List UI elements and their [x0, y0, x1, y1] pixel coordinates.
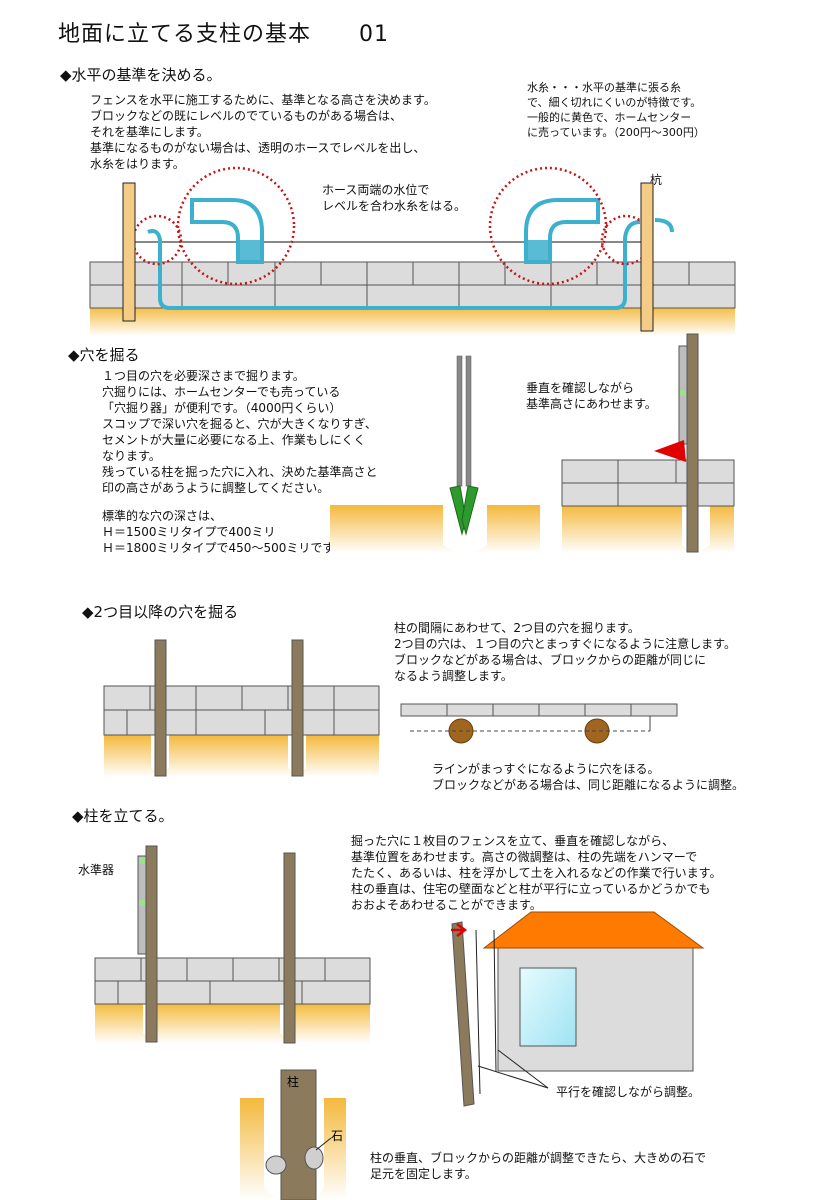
level-diagram: [89, 166, 736, 336]
hose-elbow-right: [524, 198, 600, 264]
stand-body: 掘った穴に１枚目のフェンスを立て、垂直を確認しながら、 基準位置をあわせます。高…: [351, 834, 722, 912]
post-hole-digger-icon: [449, 355, 479, 536]
post-dig: [686, 333, 699, 553]
dig-body: １つ目の穴を必要深さまで掘ります。 穴掘りには、ホームセンターでも売っている 「…: [102, 369, 378, 495]
line-note: ラインがまっすぐになるように穴をほる。 ブロックなどがある場合は、同じ距離になる…: [432, 762, 745, 792]
post-second: [291, 639, 304, 777]
hose: [147, 220, 641, 310]
heading-dig: ◆穴を掘る: [68, 346, 140, 364]
red-arrow-icon: [451, 923, 468, 937]
stone-icon-left: [265, 1155, 287, 1175]
water-thread-note: 水糸・・・水平の基準に張る糸 で、細く切れにくいのが特徴です。 一般的に黄色で、…: [527, 81, 705, 139]
hole-depth: 標準的な穴の深さは、 Ｈ＝1500ミリタイプで400ミリ Ｈ＝1800ミリタイプ…: [102, 509, 346, 555]
block-wall-4: [94, 957, 371, 1005]
ground-band: [90, 306, 735, 336]
stake-left: [122, 182, 136, 322]
window: [519, 967, 577, 1047]
heading-stand: ◆柱を立てる。: [72, 807, 174, 825]
post-first: [154, 639, 167, 777]
stand-diagram: 柱 石: [94, 845, 705, 1200]
second-hole-diagram: [103, 639, 678, 777]
level-body: フェンスを水平に施工するために、基準となる高さを決めます。 ブロックなどの既にレ…: [90, 93, 436, 171]
red-marker-icon: [654, 440, 686, 462]
tilted-post: [451, 921, 475, 1107]
block-wall: [89, 261, 736, 309]
zoom-circle-small-left: [131, 214, 183, 266]
heading-second: ◆2つ目以降の穴を掘る: [82, 603, 239, 621]
top-view: [400, 703, 678, 744]
post-stand-1: [145, 845, 158, 1043]
level-tool-label: 水準器: [78, 863, 115, 877]
stone-icon-right: [304, 1146, 324, 1170]
post-in-hole: [280, 1069, 317, 1200]
zoom-circle-large-left: [176, 166, 296, 286]
post-stand-2: [283, 852, 296, 1044]
dig-diagram: [330, 333, 735, 553]
heading-level: ◆水平の基準を決める。: [60, 66, 222, 84]
stone-label: 石: [331, 1129, 343, 1143]
page-title: 地面に立てる支柱の基本 01: [58, 16, 389, 48]
title-text: 地面に立てる支柱の基本: [58, 22, 312, 47]
block-wall-2: [561, 459, 735, 507]
zoom-circle-large-right: [488, 166, 608, 286]
page-number: 01: [359, 22, 390, 47]
house-icon: [482, 911, 705, 1072]
block-wall-3: [103, 685, 380, 736]
fix-note: 柱の垂直、ブロックからの距離が調整できたら、大きめの石で 足元を固定します。: [370, 1151, 707, 1181]
hose-label: ホース両端の水位で レベルを合わ水糸をはる。: [322, 183, 467, 213]
parallel-label: 平行を確認しながら調整。: [556, 1085, 701, 1099]
second-body: 柱の間隔にあわせて、2つ目の穴を掘ります。 2つ目の穴は、１つ目の穴とまっすぐに…: [394, 621, 736, 683]
stake-right: [640, 182, 654, 332]
post-label: 柱: [287, 1074, 299, 1089]
hose-elbow-left: [190, 198, 264, 264]
vertical-label: 垂直を確認しながら 基準高さにあわせます。: [526, 381, 657, 411]
roof: [482, 911, 705, 949]
